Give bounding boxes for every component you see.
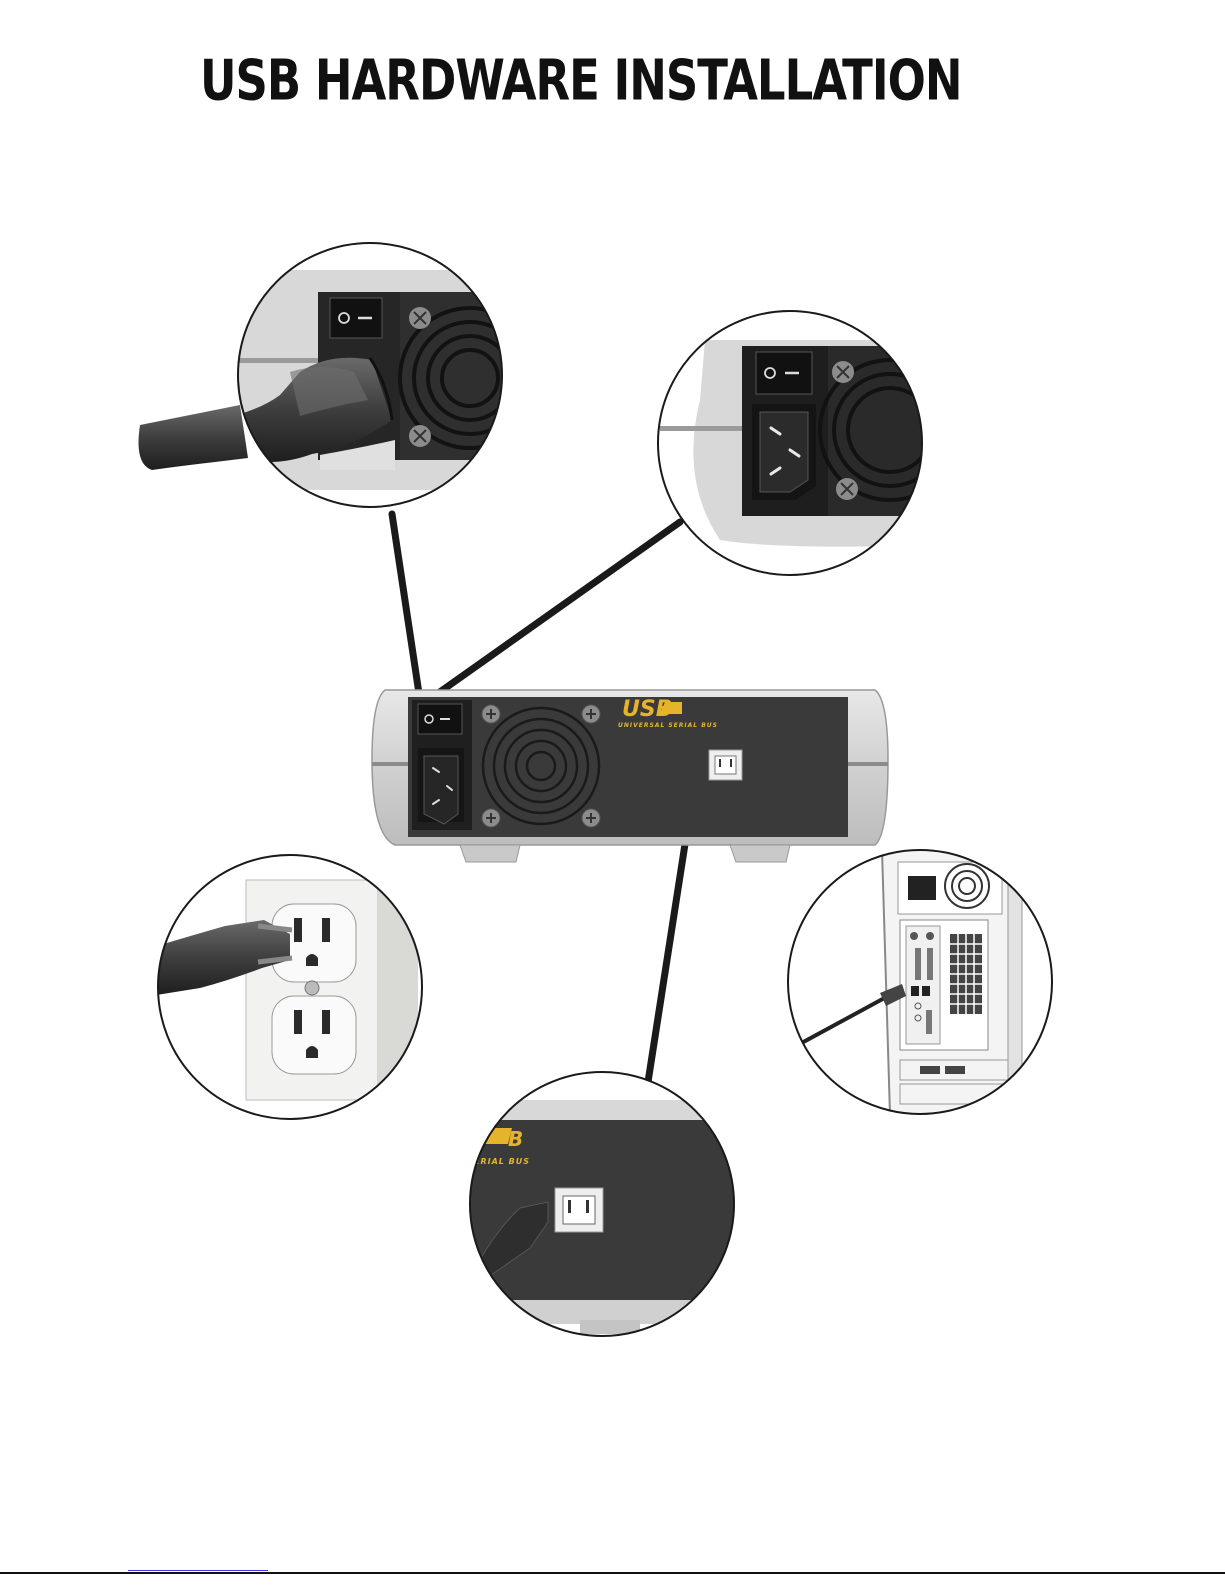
power-cord-external bbox=[139, 405, 249, 470]
leader-line-usb-port bbox=[648, 812, 690, 1082]
callout-computer-usb-port bbox=[785, 848, 1065, 1128]
power-switch bbox=[418, 704, 462, 734]
callout-power-cord-plugged bbox=[139, 240, 541, 520]
callout-power-socket bbox=[650, 305, 960, 585]
usb-subtitle: UNIVERSAL SERIAL BUS bbox=[618, 722, 718, 729]
usb-port-closeup-logo: B bbox=[508, 1127, 523, 1151]
external-drive-rear: USB UNIVERSAL SERIAL BUS bbox=[372, 690, 888, 862]
callout-device-usb-port: B ERIAL BUS bbox=[450, 1070, 738, 1340]
footer-link-underline[interactable] bbox=[128, 1570, 268, 1571]
drive-foot-left bbox=[460, 845, 520, 862]
callout-wall-outlet bbox=[150, 850, 430, 1130]
usb-b-port bbox=[709, 750, 742, 780]
leader-line-power-socket bbox=[437, 522, 680, 694]
drive-foot-right bbox=[730, 845, 790, 862]
drive-shell-seam-right bbox=[848, 762, 888, 766]
page-bottom-rule bbox=[0, 1572, 1225, 1574]
usb-port-closeup-subtitle: ERIAL BUS bbox=[474, 1157, 530, 1166]
drive-shell-seam-left bbox=[372, 762, 410, 766]
power-socket bbox=[418, 748, 464, 824]
